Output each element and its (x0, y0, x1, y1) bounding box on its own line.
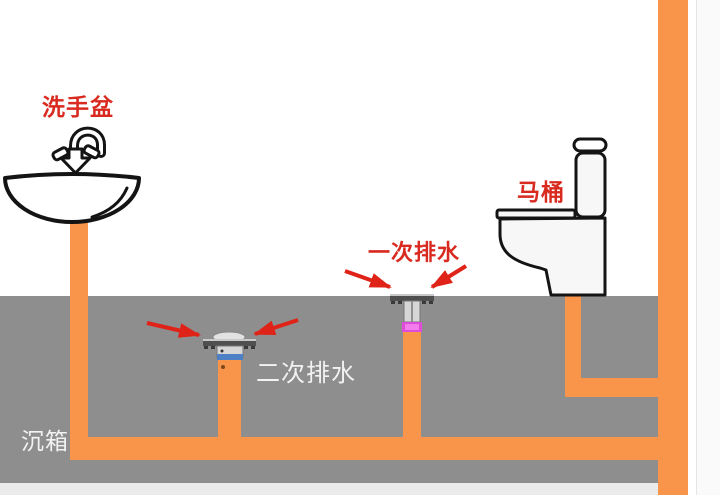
secondary-drain-flange-bolts (204, 346, 255, 349)
secondary-drain-flange (203, 339, 256, 346)
secondary-drain-dot (220, 349, 224, 353)
water-down-arrow-icon (59, 147, 92, 175)
primary-drain-pipe (403, 330, 421, 437)
main-horizontal-pipe (70, 437, 658, 460)
wash-basin-figure (3, 126, 141, 224)
toilet-drain-pipe-vertical (565, 294, 581, 397)
secondary-floor-drain (203, 331, 256, 369)
pipe-network (70, 0, 688, 495)
sink-drain-pipe (70, 218, 88, 437)
secondary-drain-flange-highlight (203, 339, 256, 341)
toilet-drain-pipe-horizontal (565, 378, 658, 397)
side-wall-panel (696, 0, 720, 495)
secondary-drain-pipe (218, 360, 241, 437)
toilet-label: 马桶 (517, 179, 565, 205)
primary-drain-flange-bolts (391, 301, 433, 304)
primary-drain-arrow-right (430, 264, 468, 289)
pointer-arrows (146, 264, 468, 338)
primary-drain-magenta-core (405, 324, 419, 330)
primary-drain-arrow-left (344, 269, 392, 289)
toilet-bowl-body (498, 216, 607, 297)
faucet-handle-right (82, 144, 101, 160)
sink-label: 洗手盆 (42, 94, 114, 120)
primary-drain-flange-highlight (390, 294, 434, 296)
toilet-seat-lid (495, 208, 577, 220)
basin-inner-highlight (90, 186, 129, 219)
basin-bowl (3, 172, 141, 224)
secondary-drain-label: 二次排水 (256, 360, 356, 387)
faucet-tube-inner (72, 129, 103, 155)
main-vertical-stack-pipe (658, 0, 688, 495)
secondary-drain-blue-ring (217, 354, 243, 360)
primary-drain-label: 一次排水 (368, 240, 460, 265)
primary-floor-drain (390, 294, 434, 332)
toilet-figure (495, 137, 608, 297)
toilet-tank-lid (572, 137, 608, 153)
bottom-slab (0, 483, 658, 495)
toilet-tank (574, 151, 607, 219)
caisson-label: 沉箱 (21, 428, 69, 454)
secondary-drain-arrow-right (253, 318, 299, 336)
secondary-pipe-speck (221, 365, 225, 369)
faucet-icon (51, 126, 106, 175)
secondary-drain-arrow-left (146, 321, 201, 338)
primary-drain-flange (390, 294, 434, 301)
